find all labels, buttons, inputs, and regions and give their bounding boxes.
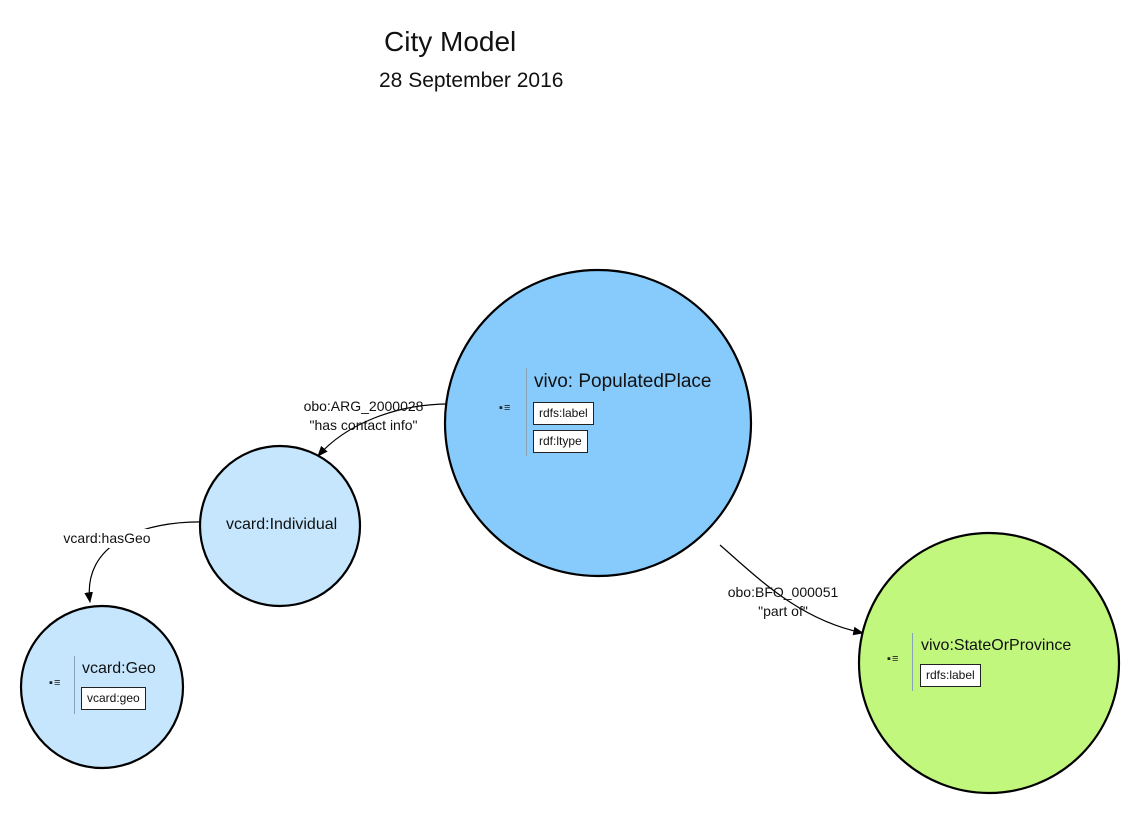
edge-predicate: obo:BFO_000051 bbox=[727, 584, 839, 600]
node-state-or-province[interactable] bbox=[857, 531, 1121, 795]
edge-label-has-geo: vcard:hasGeo bbox=[52, 529, 162, 548]
node-divider bbox=[526, 368, 527, 456]
page-subtitle: 28 September 2016 bbox=[379, 69, 564, 92]
property-box[interactable]: rdf:ltype bbox=[533, 430, 588, 453]
edge-label-has-contact-info: obo:ARG_2000028 "has contact info" bbox=[281, 397, 446, 435]
node-title: vivo:StateOrProvince bbox=[921, 637, 1072, 654]
node-populated-place[interactable] bbox=[443, 268, 753, 578]
edge-has-contact-info[interactable] bbox=[317, 403, 450, 457]
property-box[interactable]: vcard:geo bbox=[81, 687, 146, 710]
property-box[interactable]: rdfs:label bbox=[533, 402, 594, 425]
list-handle-icon[interactable]: ▪ ≡ bbox=[887, 653, 898, 665]
edge-label-part-of: obo:BFO_000051 "part of" bbox=[713, 583, 853, 621]
node-title: vcard:Geo bbox=[82, 660, 156, 677]
list-handle-icon[interactable]: ▪ ≡ bbox=[49, 677, 60, 689]
node-title: vcard:Individual bbox=[226, 516, 338, 533]
edge-part-of[interactable] bbox=[719, 544, 865, 636]
node-title: vivo: PopulatedPlace bbox=[534, 371, 712, 392]
property-box[interactable]: rdfs:label bbox=[920, 664, 981, 687]
node-divider bbox=[74, 656, 75, 714]
edge-predicate: vcard:hasGeo bbox=[63, 530, 151, 546]
page-title: City Model bbox=[384, 26, 517, 57]
edge-predicate: obo:ARG_2000028 bbox=[303, 398, 424, 414]
edge-predicate-description: "part of" bbox=[758, 603, 808, 619]
node-divider bbox=[912, 633, 913, 691]
edge-predicate-description: "has contact info" bbox=[309, 417, 418, 433]
node-individual[interactable] bbox=[198, 444, 362, 608]
list-handle-icon[interactable]: ▪ ≡ bbox=[499, 402, 510, 414]
